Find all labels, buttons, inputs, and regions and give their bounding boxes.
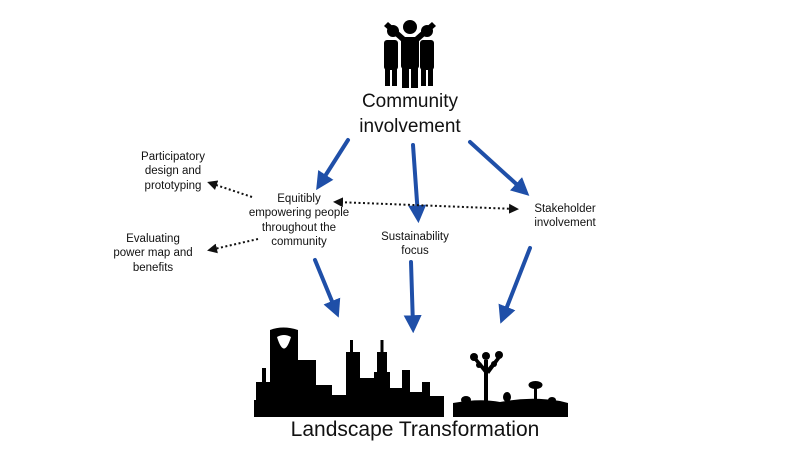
- node-stakeholder-involvement: Stakeholder involvement: [510, 202, 620, 231]
- node-equitibly-line3: throughout the: [261, 221, 337, 234]
- node-community-involvement: Community involvement: [330, 90, 490, 139]
- node-community-line1: Community: [361, 91, 459, 112]
- node-evaluating-line1: Evaluating: [126, 233, 180, 245]
- node-sustainability-line1: Sustainability: [381, 231, 449, 243]
- node-participatory-line3: prototyping: [144, 179, 202, 192]
- arrow-stakeholder-to-landscape: [498, 246, 532, 324]
- node-sustainability-line2: focus: [401, 245, 429, 258]
- arrow-community-to-stakeholder: [468, 140, 530, 196]
- city-skyline-icon: [254, 327, 444, 417]
- node-evaluating-line2: power map and: [113, 247, 193, 260]
- node-equitibly-line2: empowering people: [248, 207, 350, 220]
- dotted-arrows: [207, 180, 519, 254]
- arrow-equitibly-to-landscape: [313, 258, 341, 318]
- node-evaluating-line3: benefits: [132, 261, 174, 274]
- people-group-icon: [384, 20, 436, 88]
- arrow-sustainability-to-landscape: [403, 260, 422, 334]
- node-equitibly-empowering: Equitibly empowering people throughout t…: [234, 192, 364, 250]
- node-equitibly-line4: community: [271, 236, 327, 249]
- dotted-arrow-to-participatory: [207, 180, 253, 198]
- landscape-transformation-label: Landscape Transformation: [290, 418, 540, 441]
- dotted-arrow-equitibly-stakeholder: [333, 197, 519, 214]
- node-participatory-line1: Participatory: [141, 151, 205, 163]
- node-evaluating-power-map: Evaluating power map and benefits: [98, 232, 208, 275]
- node-sustainability-focus: Sustainability focus: [360, 230, 470, 259]
- node-participatory-line2: design and: [144, 165, 202, 178]
- desert-landscape-icon: [453, 351, 568, 417]
- node-landscape-transformation: Landscape Transformation: [240, 417, 590, 443]
- node-stakeholder-line2: involvement: [534, 217, 596, 230]
- node-community-line2: involvement: [359, 115, 461, 137]
- node-equitibly-line1: Equitibly: [277, 193, 321, 205]
- arrow-community-to-equitibly: [316, 138, 350, 191]
- dotted-arrow-to-evaluating: [207, 238, 259, 254]
- node-participatory-design: Participatory design and prototyping: [118, 150, 228, 193]
- node-stakeholder-line1: Stakeholder: [534, 203, 596, 215]
